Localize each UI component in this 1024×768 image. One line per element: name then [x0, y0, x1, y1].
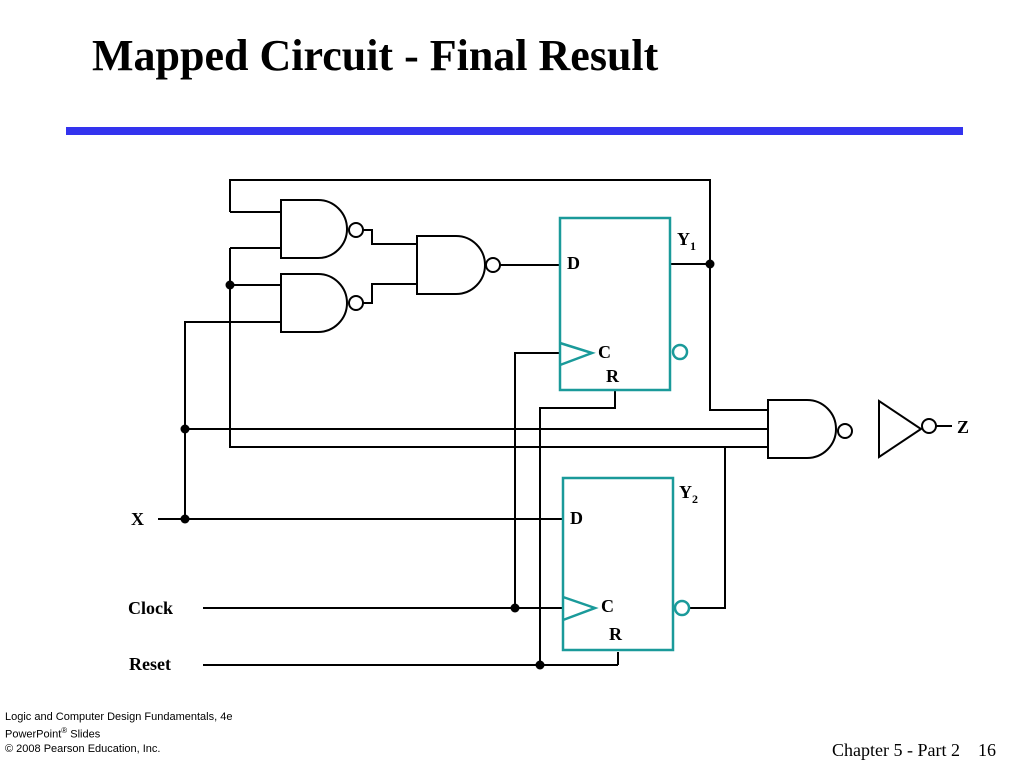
ff2-r-label: R: [609, 624, 623, 644]
nand-gate-z-bubble: [837, 423, 853, 439]
ff1-output-label: Y1: [677, 229, 696, 253]
junction-dots: [180, 259, 715, 670]
ff2-c-label: C: [601, 596, 614, 616]
footer-book: Logic and Computer Design Fundamentals, …: [5, 711, 233, 723]
wires: [158, 179, 952, 666]
inverter-bubble: [921, 418, 937, 434]
footer-credits: Logic and Computer Design Fundamentals, …: [5, 710, 232, 756]
nand-gate-z: [767, 399, 837, 459]
flipflop-2-qbar-bubble: [673, 599, 691, 617]
footer-slides: PowerPoint® Slides: [5, 726, 101, 741]
flipflop-1: [558, 216, 672, 392]
ff1-c-label: C: [598, 342, 611, 362]
ff1-d-label: D: [567, 253, 580, 273]
ff2-d-label: D: [570, 508, 583, 528]
flipflop-1-clock-triangle: [559, 341, 596, 367]
footer-chapter: Chapter 5 - Part 2: [832, 740, 960, 760]
page-number: 16: [978, 740, 996, 760]
flipflop-2: [561, 476, 675, 652]
footer-copyright: © 2008 Pearson Education, Inc.: [5, 742, 161, 755]
title-underline: [66, 127, 963, 135]
nand-gate-c-bubble: [485, 257, 501, 273]
ff2-output-label: Y2: [679, 482, 698, 506]
input-reset-label: Reset: [129, 654, 171, 674]
nand-gate-a: [280, 199, 348, 259]
flipflop-1-qbar-bubble: [671, 343, 689, 361]
footer-page-info: Chapter 5 - Part 2 16: [832, 740, 996, 761]
nand-gate-c: [416, 235, 486, 295]
nand-gate-b-bubble: [348, 295, 364, 311]
nand-gate-a-bubble: [348, 222, 364, 238]
slide-title: Mapped Circuit - Final Result: [92, 31, 659, 80]
flipflop-2-clock-triangle: [562, 595, 599, 622]
inverter-gate: [878, 399, 923, 459]
input-x-label: X: [131, 509, 144, 529]
nand-gate-b: [280, 273, 348, 333]
ff1-r-label: R: [606, 366, 620, 386]
output-z-label: Z: [957, 417, 969, 437]
input-clock-label: Clock: [128, 598, 173, 618]
